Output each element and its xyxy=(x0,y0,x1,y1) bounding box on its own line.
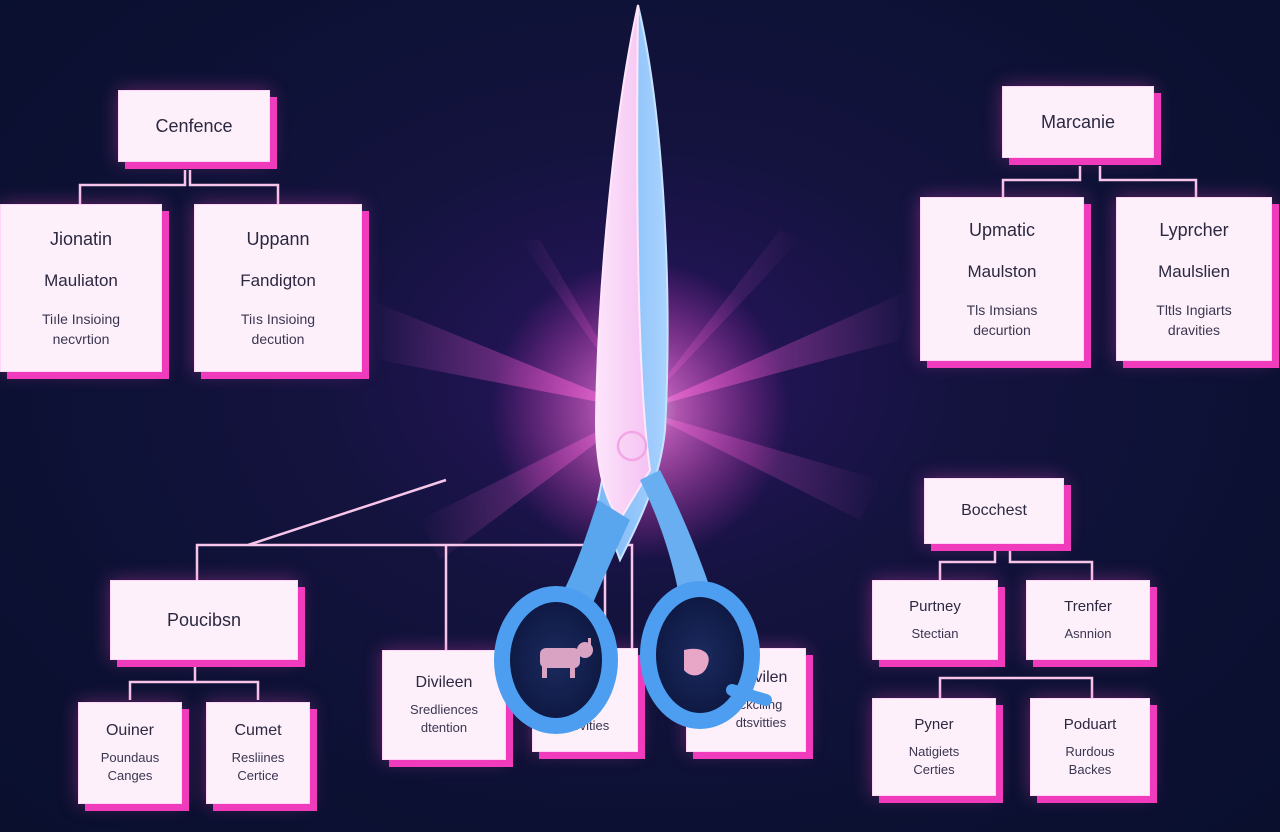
node-description: Stectian xyxy=(911,626,959,641)
tree-top-right-root: Marcanie xyxy=(1002,86,1154,158)
tree-bottom-left-extra-2: tis dervities xyxy=(532,648,638,752)
node-description: Poundaus Canges xyxy=(100,750,160,783)
node-description: tis dervities xyxy=(560,700,610,733)
node-description: Natigiets Certies xyxy=(908,744,960,777)
tree-top-left-root: Cenfence xyxy=(118,90,270,162)
tree-bottom-right-child-4: Poduart Rurdous Backes xyxy=(1030,698,1150,796)
node-title: Purtney xyxy=(909,598,961,615)
tree-bottom-right-child-3: Pyner Natigiets Certies xyxy=(872,698,996,796)
tree-top-right-child-2: Lyprcher Maulslien Tltls Ingiarts dravit… xyxy=(1116,197,1272,361)
node-description: Tiıs Insioing decution xyxy=(240,310,316,347)
node-description: ckciling dtsvitties xyxy=(735,697,787,730)
node-description: Asnnion xyxy=(1064,626,1112,641)
node-title: Poduart xyxy=(1063,716,1117,733)
node-description: Resliines Certice xyxy=(231,750,285,783)
tree-bottom-right-child-1: Purtney Stectian xyxy=(872,580,998,660)
node-subtitle: Maulslien xyxy=(1158,261,1230,281)
node-title: Cenfence xyxy=(155,116,233,136)
tree-top-left-child-1: Jionatin Mauliaton Tiıle Insioing necvrt… xyxy=(0,204,162,372)
node-title: Poucibsn xyxy=(166,610,242,630)
node-title: Cumet xyxy=(234,722,282,739)
node-title: Bocchest xyxy=(961,502,1027,519)
node-description: Rurdous Backes xyxy=(1065,744,1115,777)
node-title: Trenfer xyxy=(1064,598,1112,615)
tree-bottom-left-extra-3: vilen ckciling dtsvitties xyxy=(686,648,806,752)
node-subtitle: Mauliaton xyxy=(44,270,118,290)
tree-bottom-left-child-2: Cumet Resliines Certice xyxy=(206,702,310,804)
node-description: Sredliences dtention xyxy=(410,702,478,735)
node-title: vilen xyxy=(754,669,788,686)
tree-bottom-left-child-1: Ouiner Poundaus Canges xyxy=(78,702,182,804)
tree-bottom-left-extra-1: Divileen Sredliences dtention xyxy=(382,650,506,760)
tree-top-right-child-1: Upmatic Maulston Tls Imsians decurtion xyxy=(920,197,1084,361)
tree-bottom-right-root: Bocchest xyxy=(924,478,1064,544)
node-description: Tls Imsians decurtion xyxy=(966,301,1038,338)
node-title: Pyner xyxy=(914,716,954,733)
node-title: Upmatic xyxy=(968,219,1035,240)
node-title: Lyprcher xyxy=(1159,219,1229,240)
node-title: Ouiner xyxy=(105,722,155,739)
tree-bottom-right-child-2: Trenfer Asnnion xyxy=(1026,580,1150,660)
node-title: Divileen xyxy=(415,674,473,691)
tree-bottom-left-root: Poucibsn xyxy=(110,580,298,660)
node-title: Marcanie xyxy=(1040,112,1116,132)
tree-top-left-child-2: Uppann Fandigton Tiıs Insioing decution xyxy=(194,204,362,372)
node-subtitle: Maulston xyxy=(967,261,1037,281)
node-description: Tiıle Insioing necvrtion xyxy=(41,310,121,347)
node-title: Jionatin xyxy=(49,228,113,249)
node-subtitle: Fandigton xyxy=(240,270,316,290)
node-title: Uppann xyxy=(246,228,310,249)
node-description: Tltls Ingiarts dravities xyxy=(1156,301,1232,338)
